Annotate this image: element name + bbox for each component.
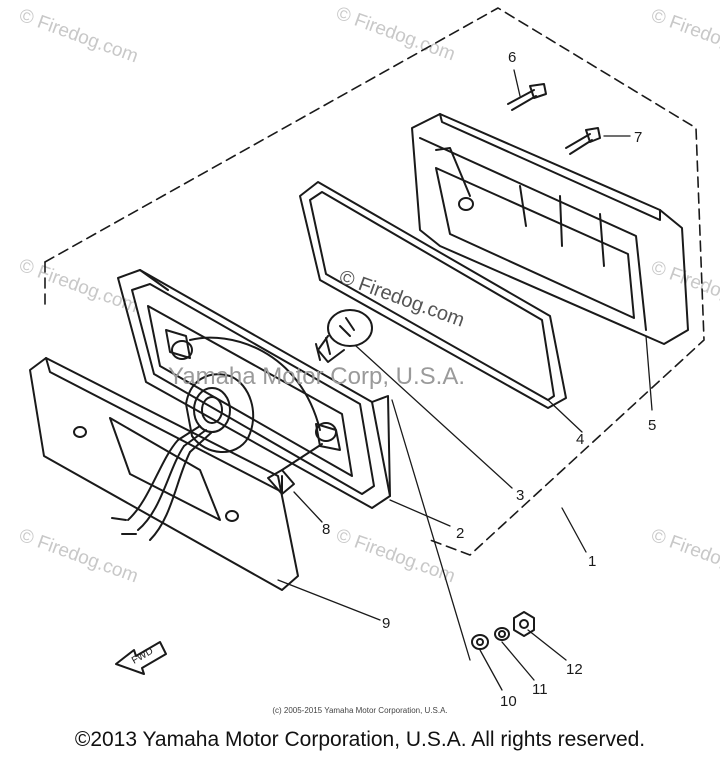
callout-10: 10: [500, 693, 517, 710]
watermark: © Firedog.com: [333, 3, 458, 65]
lamp-housing: [411, 113, 689, 345]
callout-6: 6: [508, 49, 516, 66]
watermark: © Firedog.com: [648, 5, 720, 67]
copyright-notice: ©2013 Yamaha Motor Corporation, U.S.A. A…: [74, 728, 646, 751]
assembly-boundary: [44, 7, 705, 556]
callout-9: 9: [382, 615, 390, 632]
callout-4: 4: [576, 431, 584, 448]
lens-screw-8: [267, 443, 323, 495]
callout-7: 7: [634, 129, 642, 146]
bulb-socket: [177, 336, 321, 453]
lock-washer-11: [494, 627, 510, 641]
center-watermark: Yamaha Motor Corp, U.S.A.: [168, 363, 465, 390]
watermark: © Firedog.com: [648, 525, 720, 587]
mounting-plate: [29, 357, 299, 591]
callout-3: 3: [516, 487, 524, 504]
center-watermark-firedog: © Firedog.com: [336, 266, 467, 332]
lens-assembly: [117, 269, 391, 509]
screw-7: [565, 127, 601, 155]
callout-labels: 1 2 3 4 5 6 7 8 9 10 11 12: [322, 49, 656, 710]
nut-12: [513, 611, 535, 637]
lens-gasket: [299, 181, 567, 409]
small-copyright-notice: (c) 2005-2015 Yamaha Motor Corporation, …: [272, 706, 448, 715]
washer-10: [471, 634, 489, 650]
callout-8: 8: [322, 521, 330, 538]
callout-12: 12: [566, 661, 583, 678]
watermark: © Firedog.com: [16, 5, 141, 67]
screw-6: [507, 83, 547, 111]
bulb: [315, 309, 373, 363]
callout-11: 11: [532, 681, 548, 698]
leader-lines: [277, 69, 653, 691]
watermark: © Firedog.com: [16, 255, 141, 317]
callout-5: 5: [648, 417, 656, 434]
callout-1: 1: [588, 553, 596, 570]
callout-2: 2: [456, 525, 464, 542]
forward-arrow-icon: [115, 641, 167, 675]
